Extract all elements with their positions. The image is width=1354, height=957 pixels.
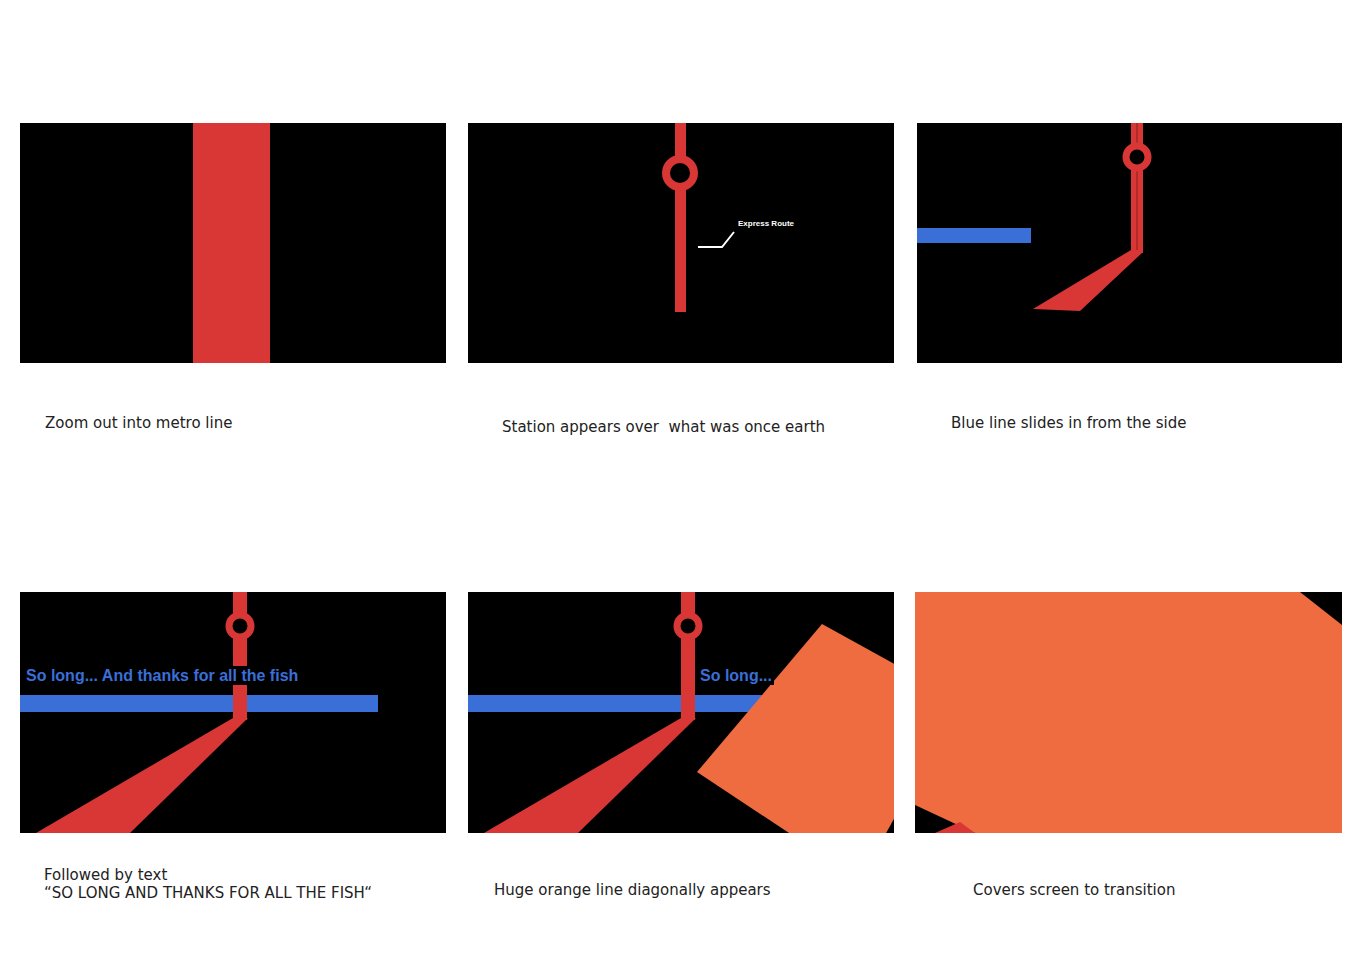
metro-line: [193, 123, 270, 363]
station-ring: [1126, 146, 1148, 168]
orange-cover: [915, 592, 1342, 833]
frame-caption: Zoom out into metro line: [45, 414, 232, 432]
blue-line: [468, 695, 768, 712]
frame-caption: Blue line slides in from the side: [951, 414, 1187, 432]
frame: [20, 123, 446, 363]
frame: [915, 592, 1342, 833]
frame-text: So long... And thanks for all the fish: [24, 666, 300, 685]
leader-line: [698, 232, 734, 247]
metro-line-perspective: [36, 718, 248, 833]
track-divider: [1137, 123, 1138, 250]
metro-line: [233, 592, 247, 720]
frame-caption: Followed by text: [44, 866, 167, 884]
metro-line-perspective: [1033, 250, 1143, 311]
frame-caption: Station appears over what was once earth: [502, 418, 825, 436]
metro-line: [681, 592, 695, 720]
frame: [468, 123, 894, 363]
metro-line-perspective: [484, 718, 696, 833]
frame-text: Express Route: [736, 219, 796, 229]
blue-line: [917, 228, 1031, 243]
station-ring: [677, 615, 699, 637]
metro-line-remnant: [935, 822, 975, 833]
frame-text: So long...: [698, 666, 774, 685]
blue-line: [20, 695, 378, 712]
frame-caption: Covers screen to transition: [973, 881, 1175, 899]
frame: [917, 123, 1342, 363]
metro-line: [675, 123, 686, 312]
station-ring: [229, 615, 251, 637]
station-ring: [666, 159, 694, 187]
frame: [20, 592, 446, 833]
frame-caption: Huge orange line diagonally appears: [494, 881, 771, 899]
frame-caption: “SO LONG AND THANKS FOR ALL THE FISH“: [44, 884, 372, 902]
orange-line: [697, 624, 894, 833]
